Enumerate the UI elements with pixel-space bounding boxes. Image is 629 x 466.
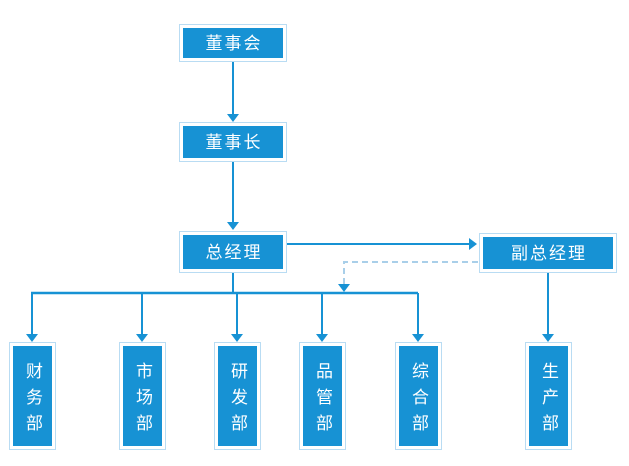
org-node-finance: 财务部 bbox=[9, 342, 56, 450]
org-node-quality-fill: 品管部 bbox=[303, 346, 342, 446]
org-node-marketing: 市场部 bbox=[119, 342, 166, 450]
connector-deputy-branchline-dashed bbox=[343, 261, 478, 284]
org-node-board: 董事会 bbox=[179, 24, 287, 62]
arrowhead-quality bbox=[316, 334, 328, 342]
org-node-general-affairs-fill: 综合部 bbox=[399, 346, 438, 446]
org-node-deputy-general-manager: 副总经理 bbox=[479, 233, 617, 273]
org-node-board-label: 董事会 bbox=[205, 33, 263, 53]
org-node-production: 生产部 bbox=[525, 342, 572, 450]
org-node-general-manager-fill: 总经理 bbox=[183, 235, 283, 269]
org-node-production-label: 生产部 bbox=[539, 361, 558, 440]
arrowhead-deputy bbox=[469, 238, 477, 250]
org-node-rnd-label: 研发部 bbox=[228, 361, 247, 440]
org-node-chairman: 董事长 bbox=[179, 122, 287, 162]
org-node-deputy-general-manager-fill: 副总经理 bbox=[483, 237, 613, 269]
org-node-board-fill: 董事会 bbox=[183, 28, 283, 58]
org-node-general-affairs-label: 综合部 bbox=[409, 361, 428, 440]
org-node-general-manager: 总经理 bbox=[179, 231, 287, 273]
org-node-rnd: 研发部 bbox=[214, 342, 261, 450]
arrowhead-rnd bbox=[231, 334, 243, 342]
arrowhead-finance bbox=[26, 334, 38, 342]
org-node-quality: 品管部 bbox=[299, 342, 346, 450]
arrowhead-dashed-branch bbox=[338, 284, 350, 292]
org-node-marketing-label: 市场部 bbox=[133, 361, 152, 440]
arrowhead-marketing bbox=[136, 334, 148, 342]
org-node-finance-label: 财务部 bbox=[23, 361, 42, 440]
org-node-chairman-label: 董事长 bbox=[205, 132, 263, 152]
org-node-production-fill: 生产部 bbox=[529, 346, 568, 446]
org-node-rnd-fill: 研发部 bbox=[218, 346, 257, 446]
org-node-general-affairs: 综合部 bbox=[395, 342, 442, 450]
org-node-chairman-fill: 董事长 bbox=[183, 126, 283, 158]
org-node-finance-fill: 财务部 bbox=[13, 346, 52, 446]
arrowhead-chairman bbox=[227, 114, 239, 122]
org-node-quality-label: 品管部 bbox=[313, 361, 332, 440]
arrowhead-gm bbox=[227, 222, 239, 230]
arrowhead-production bbox=[542, 334, 554, 342]
org-node-general-manager-label: 总经理 bbox=[205, 242, 263, 262]
arrowhead-generalaffairs bbox=[412, 334, 424, 342]
org-node-marketing-fill: 市场部 bbox=[123, 346, 162, 446]
org-node-deputy-general-manager-label: 副总经理 bbox=[511, 243, 587, 263]
